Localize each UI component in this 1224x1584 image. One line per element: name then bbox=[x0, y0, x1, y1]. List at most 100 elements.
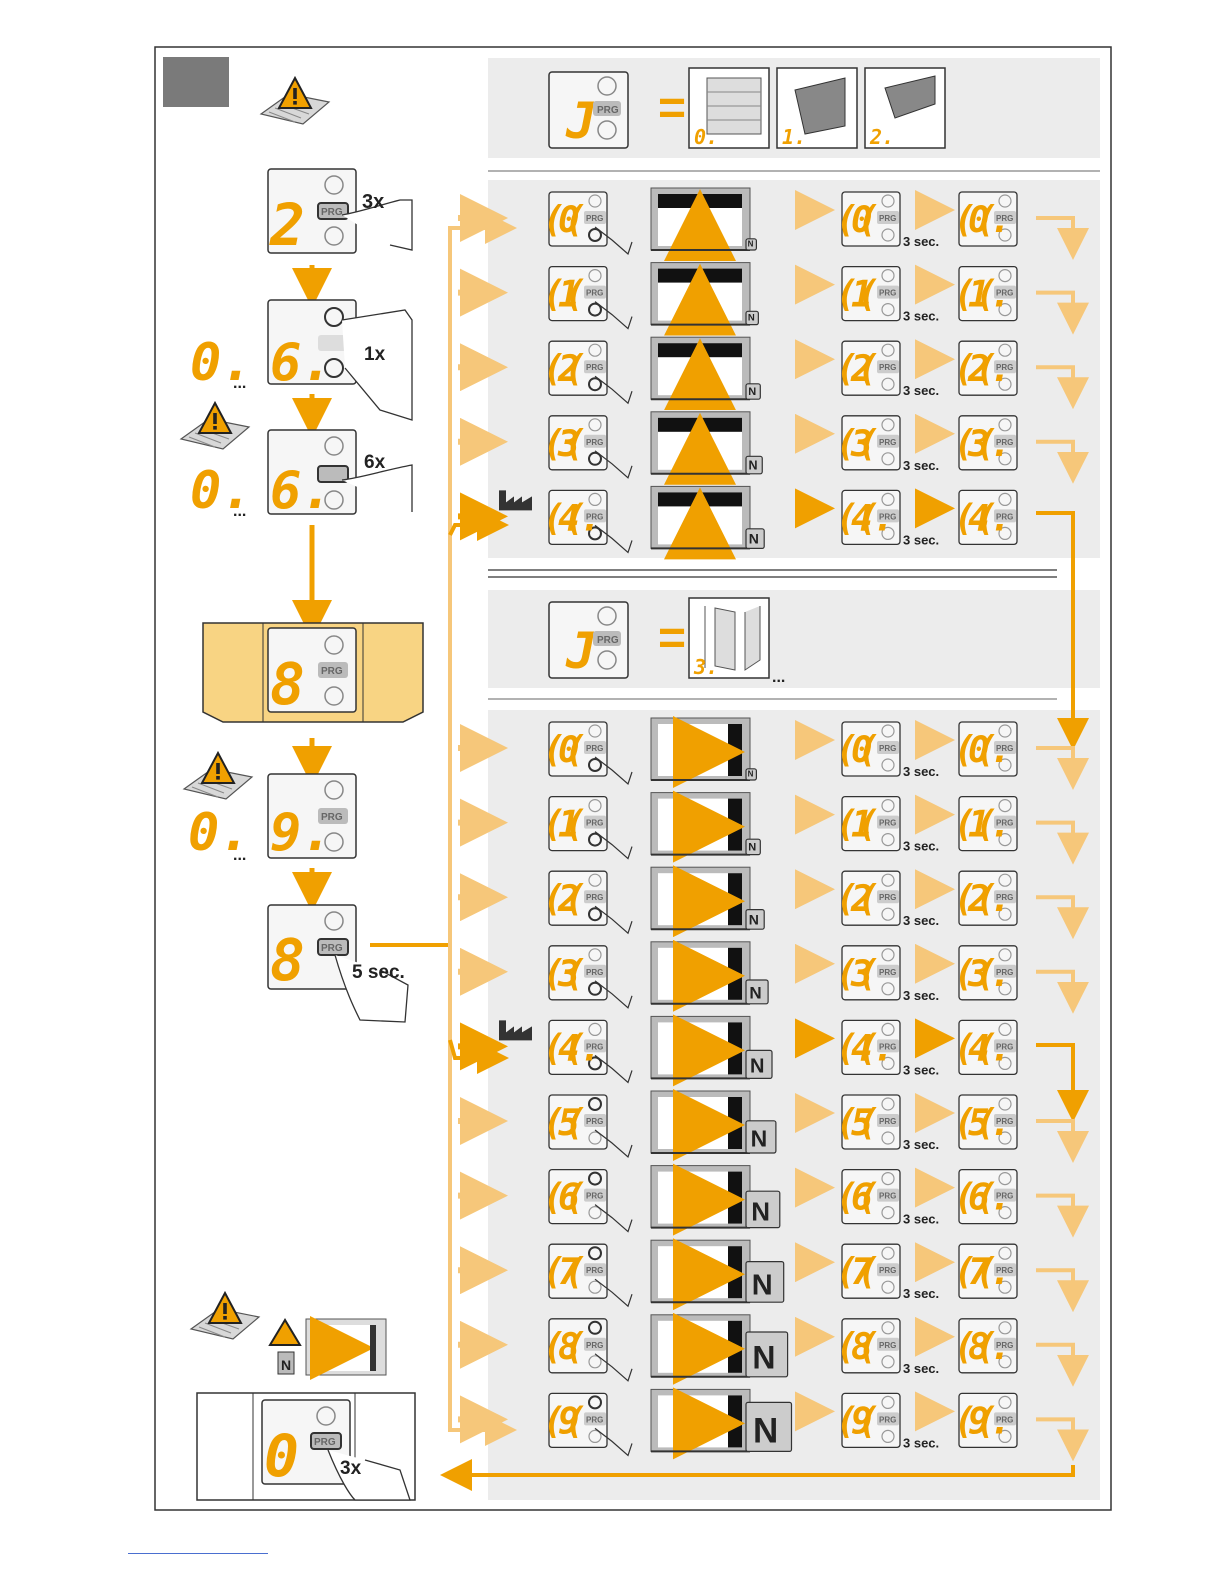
prg-key-label: PRG bbox=[321, 666, 343, 677]
blink-mark: (( bbox=[543, 275, 586, 316]
range-ellipsis: ... bbox=[233, 847, 246, 864]
blink-mark: (( bbox=[543, 879, 586, 920]
force-weight-icon: N bbox=[745, 908, 765, 930]
control-unit: 8 PRG bbox=[202, 622, 424, 723]
confirmed-value-display: 2. bbox=[967, 879, 1011, 920]
prg-key-label: PRG bbox=[597, 635, 619, 646]
weight-label: N bbox=[752, 1269, 773, 1301]
finger-icon bbox=[341, 464, 413, 512]
weight-label: N bbox=[748, 313, 755, 324]
step1-display: 2 bbox=[269, 191, 305, 259]
prg-key-label: PRG bbox=[586, 363, 603, 372]
prg-key-label: PRG bbox=[996, 1266, 1013, 1275]
prg-key-label: PRG bbox=[879, 289, 896, 298]
step-number-box bbox=[163, 57, 229, 107]
blink-mark: (( bbox=[954, 1178, 997, 1219]
force-weight-icon: N bbox=[745, 310, 759, 326]
blink-mark: (( bbox=[836, 1327, 879, 1368]
step3-press-count: 6x bbox=[364, 452, 386, 473]
confirmed-value-display: 0. bbox=[968, 200, 1011, 241]
prg-key-label: PRG bbox=[586, 819, 603, 828]
finger-icon bbox=[327, 1449, 411, 1501]
force-weight-icon: N bbox=[745, 838, 761, 856]
next-row-arrow bbox=[1036, 746, 1089, 790]
setting-value-display: 5 bbox=[558, 1103, 580, 1144]
finger-icon bbox=[594, 375, 633, 405]
weight-label: N bbox=[751, 1125, 768, 1151]
blink-mark: (( bbox=[543, 1252, 586, 1293]
next-row-arrow bbox=[1036, 969, 1089, 1014]
sliding-door-illustration bbox=[650, 1014, 751, 1087]
factory-default-icon bbox=[499, 490, 532, 511]
finger-icon bbox=[594, 226, 633, 256]
prg-key-label: PRG bbox=[996, 1415, 1013, 1424]
prg-key-label: PRG bbox=[879, 1266, 896, 1275]
finger-icon bbox=[594, 524, 633, 554]
prg-key-label: PRG bbox=[879, 1192, 896, 1201]
force-weight-icon: N bbox=[745, 455, 763, 475]
prg-key-label: PRG bbox=[879, 438, 896, 447]
prg-key-label: PRG bbox=[996, 893, 1013, 902]
hold-3sec-label: 3 sec. bbox=[903, 1361, 939, 1376]
setting-value-display: 2 bbox=[557, 349, 580, 390]
sectional-to-sliding-arrow bbox=[1036, 511, 1089, 750]
factory-default-icon bbox=[499, 1020, 532, 1041]
door-type-label: 1. bbox=[782, 125, 806, 149]
force-weight-icon: N bbox=[745, 979, 769, 1005]
prg-key-label: PRG bbox=[586, 1415, 603, 1424]
blink-mark: (( bbox=[543, 1028, 586, 1069]
header-sectional: J PRG = 0. 1. 2. bbox=[548, 67, 946, 150]
weight-label: N bbox=[749, 911, 759, 927]
prg-key-label: PRG bbox=[586, 214, 603, 223]
setting-value-display: 1 bbox=[558, 275, 580, 316]
sliding-door-illustration bbox=[650, 790, 751, 863]
final-control-unit: 0 PRG 3x bbox=[196, 1392, 416, 1501]
prg-key-label: PRG bbox=[586, 1341, 603, 1350]
hold-3sec-label: 3 sec. bbox=[903, 458, 939, 473]
blink-mark: (( bbox=[836, 730, 879, 771]
force-weight-icon: N bbox=[745, 1260, 785, 1303]
setting-value-display: 9 bbox=[558, 1401, 580, 1442]
hold-3sec-label: 3 sec. bbox=[903, 913, 939, 928]
step1-keypad: 2 PRG 3x bbox=[267, 168, 413, 259]
blink-mark: (( bbox=[954, 349, 997, 390]
prg-key-label: PRG bbox=[879, 893, 896, 902]
hold-3sec-label: 3 sec. bbox=[903, 1286, 939, 1301]
hold-value-display: 6 bbox=[851, 1178, 873, 1219]
prg-key-label: PRG bbox=[586, 1192, 603, 1201]
next-row-arrow bbox=[1036, 439, 1089, 484]
prg-key-label: PRG bbox=[586, 1266, 603, 1275]
finger-icon bbox=[594, 1129, 633, 1159]
confirmed-value-display: 8. bbox=[968, 1327, 1011, 1368]
prg-key-label: PRG bbox=[996, 1117, 1013, 1126]
equals-sign: = bbox=[658, 82, 686, 135]
sectional-door-illustration bbox=[650, 411, 751, 485]
weight-label: N bbox=[748, 239, 754, 248]
prg-key-label: PRG bbox=[597, 105, 619, 116]
finger-icon bbox=[594, 980, 633, 1009]
sliding-door-illustration bbox=[650, 1312, 751, 1385]
setting-value-display: 2 bbox=[557, 879, 580, 920]
finger-icon bbox=[594, 450, 633, 479]
blink-mark: (( bbox=[836, 200, 879, 241]
weight-label: N bbox=[281, 1357, 291, 1373]
finger-icon bbox=[594, 1054, 633, 1084]
hold-3sec-label: 3 sec. bbox=[903, 532, 939, 547]
confirmed-value-display: 2. bbox=[967, 349, 1011, 390]
next-row-arrow bbox=[1036, 1417, 1089, 1462]
blink-mark: (( bbox=[836, 879, 879, 920]
blink-mark: (( bbox=[543, 1178, 586, 1219]
final-warning-door: N bbox=[268, 1316, 387, 1380]
force-weight-icon: N bbox=[745, 1331, 789, 1378]
sectional-door-illustration bbox=[650, 187, 751, 261]
prg-key-label: PRG bbox=[879, 363, 896, 372]
prg-key-label: PRG bbox=[879, 819, 896, 828]
range-start-display: 0. bbox=[188, 803, 251, 863]
